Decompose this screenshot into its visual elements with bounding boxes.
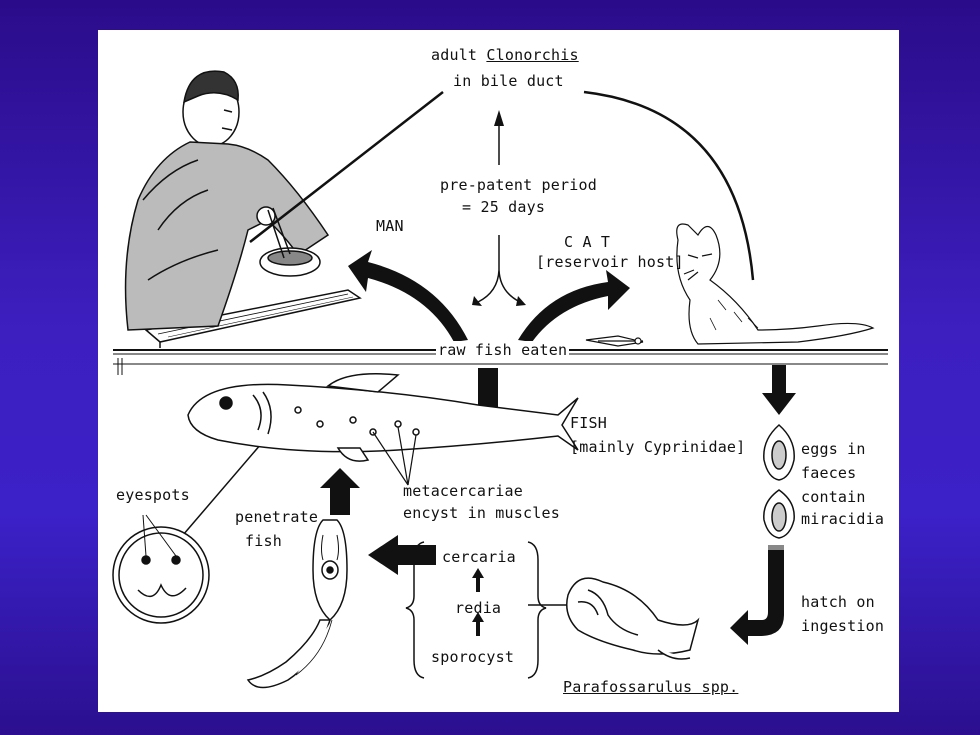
redia-label: redia (455, 599, 502, 617)
eyespots-label: eyespots (116, 486, 190, 504)
snail-label: Parafossarulus spp. (563, 678, 739, 696)
penetrate-line2: fish (245, 532, 282, 550)
cat-label: C A T (564, 233, 611, 251)
cercaria-label: cercaria (442, 548, 516, 566)
eggs-line1: eggs in (801, 440, 866, 458)
snail-figure (566, 577, 700, 660)
eggs-line3: contain (801, 488, 866, 506)
adult-genus: Clonorchis (486, 46, 579, 64)
hatch-line1: hatch on (801, 593, 875, 611)
eggs-line2: faeces (801, 464, 857, 482)
raw-fish-label: raw fish eaten (436, 341, 570, 360)
hatch-arrow (730, 545, 784, 645)
fish-figure (187, 373, 579, 462)
prepatent-line1: pre-patent period (438, 176, 599, 195)
cercaria-arrow (320, 468, 436, 575)
cercaria-figure (246, 519, 348, 689)
eggs (763, 423, 795, 539)
eggs-arrow (762, 365, 796, 415)
life-cycle-drawing (112, 70, 888, 689)
metacercariae-line1: metacercariae (403, 482, 523, 500)
penetrate-line1: penetrate (235, 508, 319, 526)
man-figure (124, 70, 362, 348)
host-arrows (348, 250, 630, 408)
man-label: MAN (376, 217, 404, 235)
metacercariae-pointers (372, 426, 417, 486)
cat-figure (585, 223, 875, 347)
fish-note: [mainly Cyprinidae] (570, 438, 746, 456)
fish-title: FISH (570, 414, 607, 432)
diagram-panel: adult Clonorchis in bile duct pre-patent… (98, 30, 899, 712)
stage-arrows (472, 568, 484, 636)
metacercariae-line2: encyst in muscles (403, 504, 560, 522)
cat-note: [reservoir host] (536, 253, 684, 271)
prepatent-arrow (472, 110, 526, 306)
eggs-line4: miracidia (801, 510, 885, 528)
adult-label-line2: in bile duct (453, 72, 564, 90)
hatch-line2: ingestion (801, 617, 885, 635)
adult-word: adult (431, 46, 478, 64)
sporocyst-label: sporocyst (431, 648, 515, 666)
prepatent-line2: = 25 days (460, 198, 548, 217)
adult-label-line1: adult Clonorchis (431, 46, 579, 65)
eyespots-inset (112, 514, 210, 624)
